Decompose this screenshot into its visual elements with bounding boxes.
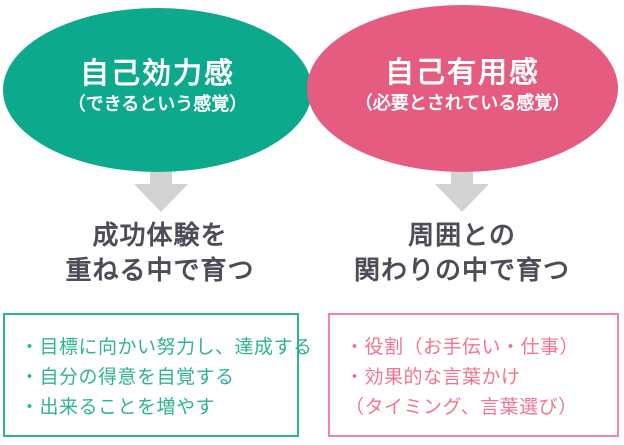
self-efficacy-methods-box: ・目標に向かい努力し、達成する ・自分の得意を自覚する ・出来ることを増やす xyxy=(3,313,313,437)
list-item: ・効果的な言葉かけ xyxy=(345,366,521,388)
list-item: ・役割（お手伝い・仕事） xyxy=(345,336,580,358)
list-item: ・出来ることを増やす xyxy=(20,396,216,418)
self-usefulness-ellipse: 自己有用感 （必要とされている感覚） xyxy=(307,5,618,172)
list-item: ・自分の得意を自覚する xyxy=(20,366,235,388)
methods-list: ・目標に向かい努力し、達成する ・自分の得意を自覚する ・出来ることを増やす xyxy=(20,332,313,422)
down-arrow-icon xyxy=(435,152,489,212)
self-usefulness-growth-text: 周囲との 関わりの中で育つ xyxy=(308,219,616,289)
self-efficacy-title: 自己効力感 xyxy=(79,56,235,90)
ellipse-content: 自己効力感 （できるという感覚） xyxy=(68,55,248,117)
list-item: ・目標に向かい努力し、達成する xyxy=(20,336,313,358)
self-efficacy-growth-text: 成功体験を 重ねる中で育つ xyxy=(0,219,320,289)
self-usefulness-caption: （必要とされている感覚） xyxy=(354,92,571,114)
ellipse-content: 自己有用感 （必要とされている感覚） xyxy=(355,54,570,116)
self-usefulness-title: 自己有用感 xyxy=(384,54,540,89)
list-item: （タイミング、言葉選び） xyxy=(345,396,578,418)
growth-line: 関わりの中で育つ xyxy=(353,256,570,286)
self-usefulness-methods-box: ・役割（お手伝い・仕事） ・効果的な言葉かけ （タイミング、言葉選び） xyxy=(328,313,619,437)
self-efficacy-ellipse: 自己効力感 （できるという感覚） xyxy=(3,8,312,172)
growth-line: 周囲との xyxy=(408,221,516,251)
self-efficacy-caption: （できるという感覚） xyxy=(67,94,248,115)
growth-line: 重ねる中で育つ xyxy=(65,256,255,286)
growth-line: 成功体験を xyxy=(92,221,228,251)
down-arrow-icon xyxy=(134,152,188,212)
methods-list: ・役割（お手伝い・仕事） ・効果的な言葉かけ （タイミング、言葉選び） xyxy=(345,332,617,422)
